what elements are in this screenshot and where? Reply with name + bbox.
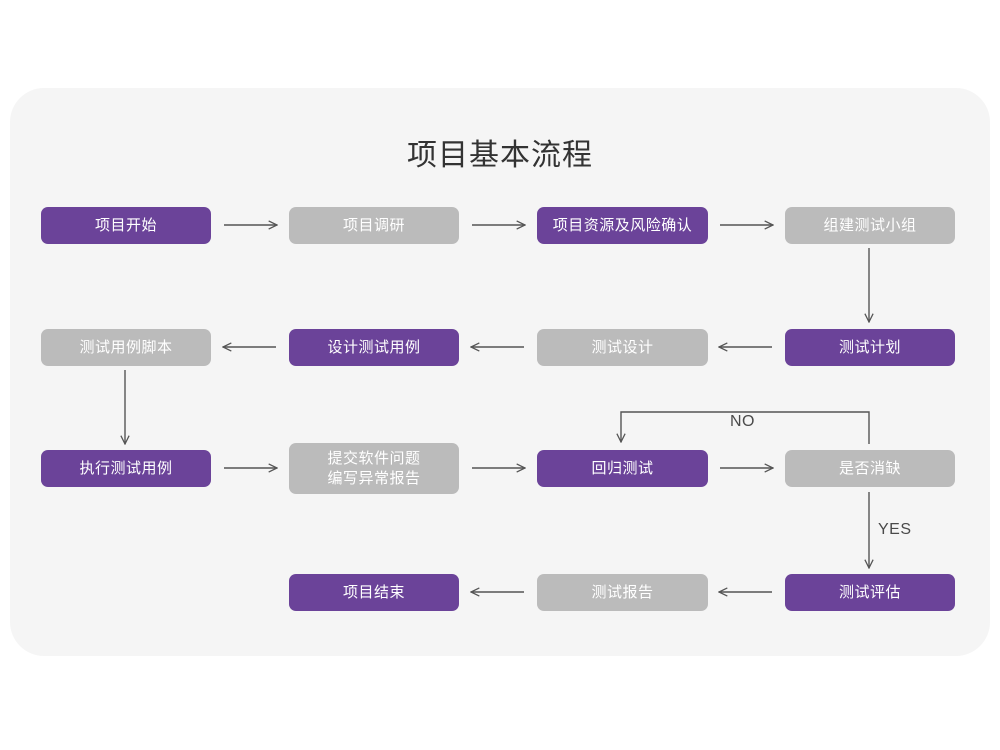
node-submit-defect-report[interactable]: 提交软件问题 编写异常报告 xyxy=(289,443,459,494)
node-project-research[interactable]: 项目调研 xyxy=(289,207,459,244)
diagram-card xyxy=(10,88,990,656)
node-test-plan[interactable]: 测试计划 xyxy=(785,329,955,366)
node-regression-test[interactable]: 回归测试 xyxy=(537,450,708,487)
edge-label-yes: YES xyxy=(878,521,912,538)
node-resource-risk-confirm[interactable]: 项目资源及风险确认 xyxy=(537,207,708,244)
page-title: 项目基本流程 xyxy=(407,139,593,172)
node-test-evaluation[interactable]: 测试评估 xyxy=(785,574,955,611)
node-execute-test-case[interactable]: 执行测试用例 xyxy=(41,450,211,487)
node-project-end[interactable]: 项目结束 xyxy=(289,574,459,611)
node-test-case-script[interactable]: 测试用例脚本 xyxy=(41,329,211,366)
node-defect-resolved[interactable]: 是否消缺 xyxy=(785,450,955,487)
node-build-test-team[interactable]: 组建测试小组 xyxy=(785,207,955,244)
node-test-design[interactable]: 测试设计 xyxy=(537,329,708,366)
node-design-test-case[interactable]: 设计测试用例 xyxy=(289,329,459,366)
edge-label-no: NO xyxy=(730,413,755,430)
node-test-report[interactable]: 测试报告 xyxy=(537,574,708,611)
node-project-start[interactable]: 项目开始 xyxy=(41,207,211,244)
